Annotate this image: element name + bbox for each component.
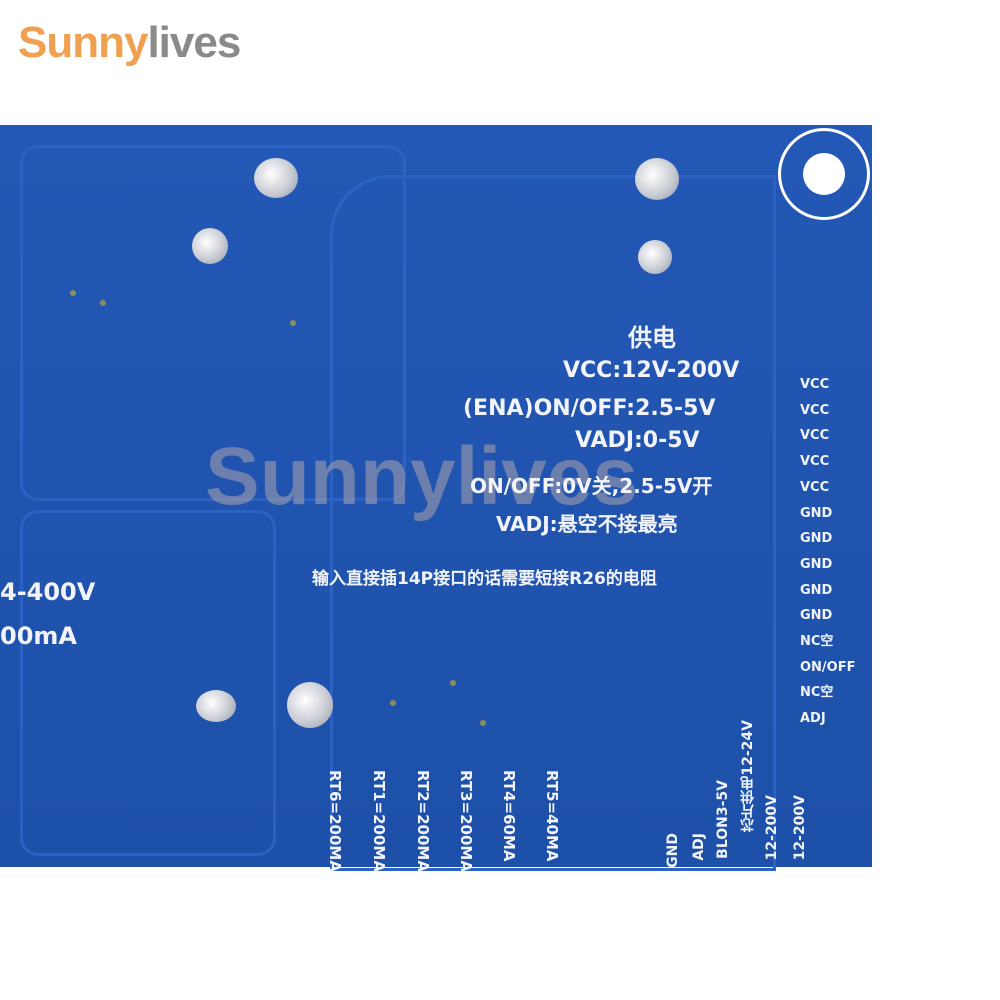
pin-label: VCC xyxy=(800,479,830,495)
silk-line: VADJ:悬空不接最亮 xyxy=(496,512,678,536)
pin-label: VCC xyxy=(800,377,830,392)
solder-pad xyxy=(192,228,228,264)
pin-labels: VCC VCC VCC VCC VCC GND GND GND GND GND … xyxy=(800,372,856,732)
trace xyxy=(20,510,276,856)
silk-line: ON/OFF:0V关,2.5-5V开 xyxy=(470,474,713,498)
pin-label: GND xyxy=(800,608,833,624)
solder-pad xyxy=(638,240,672,274)
rt-label: RT6=200MA xyxy=(326,770,344,872)
bottom-label: 12-200V xyxy=(764,795,780,861)
brand-logo: Sunnylives xyxy=(18,18,241,67)
pcb-board xyxy=(0,125,872,871)
watermark: Sunnylives xyxy=(205,431,638,522)
solder-pad xyxy=(635,158,679,200)
silk-line: (ENA)ON/OFF:2.5-5V xyxy=(463,396,716,421)
trace xyxy=(330,175,776,871)
bottom-label: BLON3-5V xyxy=(715,780,731,859)
bottom-label: GND xyxy=(665,833,681,868)
rt-label: RT3=200MA xyxy=(457,770,475,872)
rt-label: RT2=200MA xyxy=(414,770,432,872)
bottom-label: ADJ xyxy=(691,833,707,861)
rt-label: RT4=60MA xyxy=(500,770,518,862)
rt-label: RT5=40MA xyxy=(543,770,561,862)
solder-pad xyxy=(254,158,298,198)
pin-label: VCC xyxy=(800,428,830,444)
silk-line: VCC:12V-200V xyxy=(563,358,740,383)
solder-pad xyxy=(287,682,333,728)
pin-label: ADJ xyxy=(800,711,826,727)
pin-label: VCC xyxy=(800,402,830,418)
silk-title: 供电 xyxy=(628,324,676,352)
pin-label: NC空 xyxy=(800,685,834,701)
silk-line: 00mA xyxy=(0,622,77,650)
pin-label: ON/OFF xyxy=(800,659,856,675)
bottom-label: 芯片供电12-24V xyxy=(740,720,756,832)
silk-note: 输入直接插14P接口的话需要短接R26的电阻 xyxy=(312,569,657,589)
silk-line: 4-400V xyxy=(0,578,96,606)
pin-label: VCC xyxy=(800,454,830,470)
pin-label: GND xyxy=(800,531,833,547)
pin-label: GND xyxy=(800,556,833,572)
mounting-hole xyxy=(778,128,870,220)
pin-label: GND xyxy=(800,582,833,598)
trace xyxy=(20,145,406,501)
solder-pad xyxy=(196,690,236,722)
pin-label: GND xyxy=(800,505,833,521)
bottom-label: 12-200V xyxy=(792,795,808,861)
pin-label: NC空 xyxy=(800,634,834,650)
silk-line: VADJ:0-5V xyxy=(575,428,700,453)
rt-label: RT1=200MA xyxy=(370,770,388,872)
